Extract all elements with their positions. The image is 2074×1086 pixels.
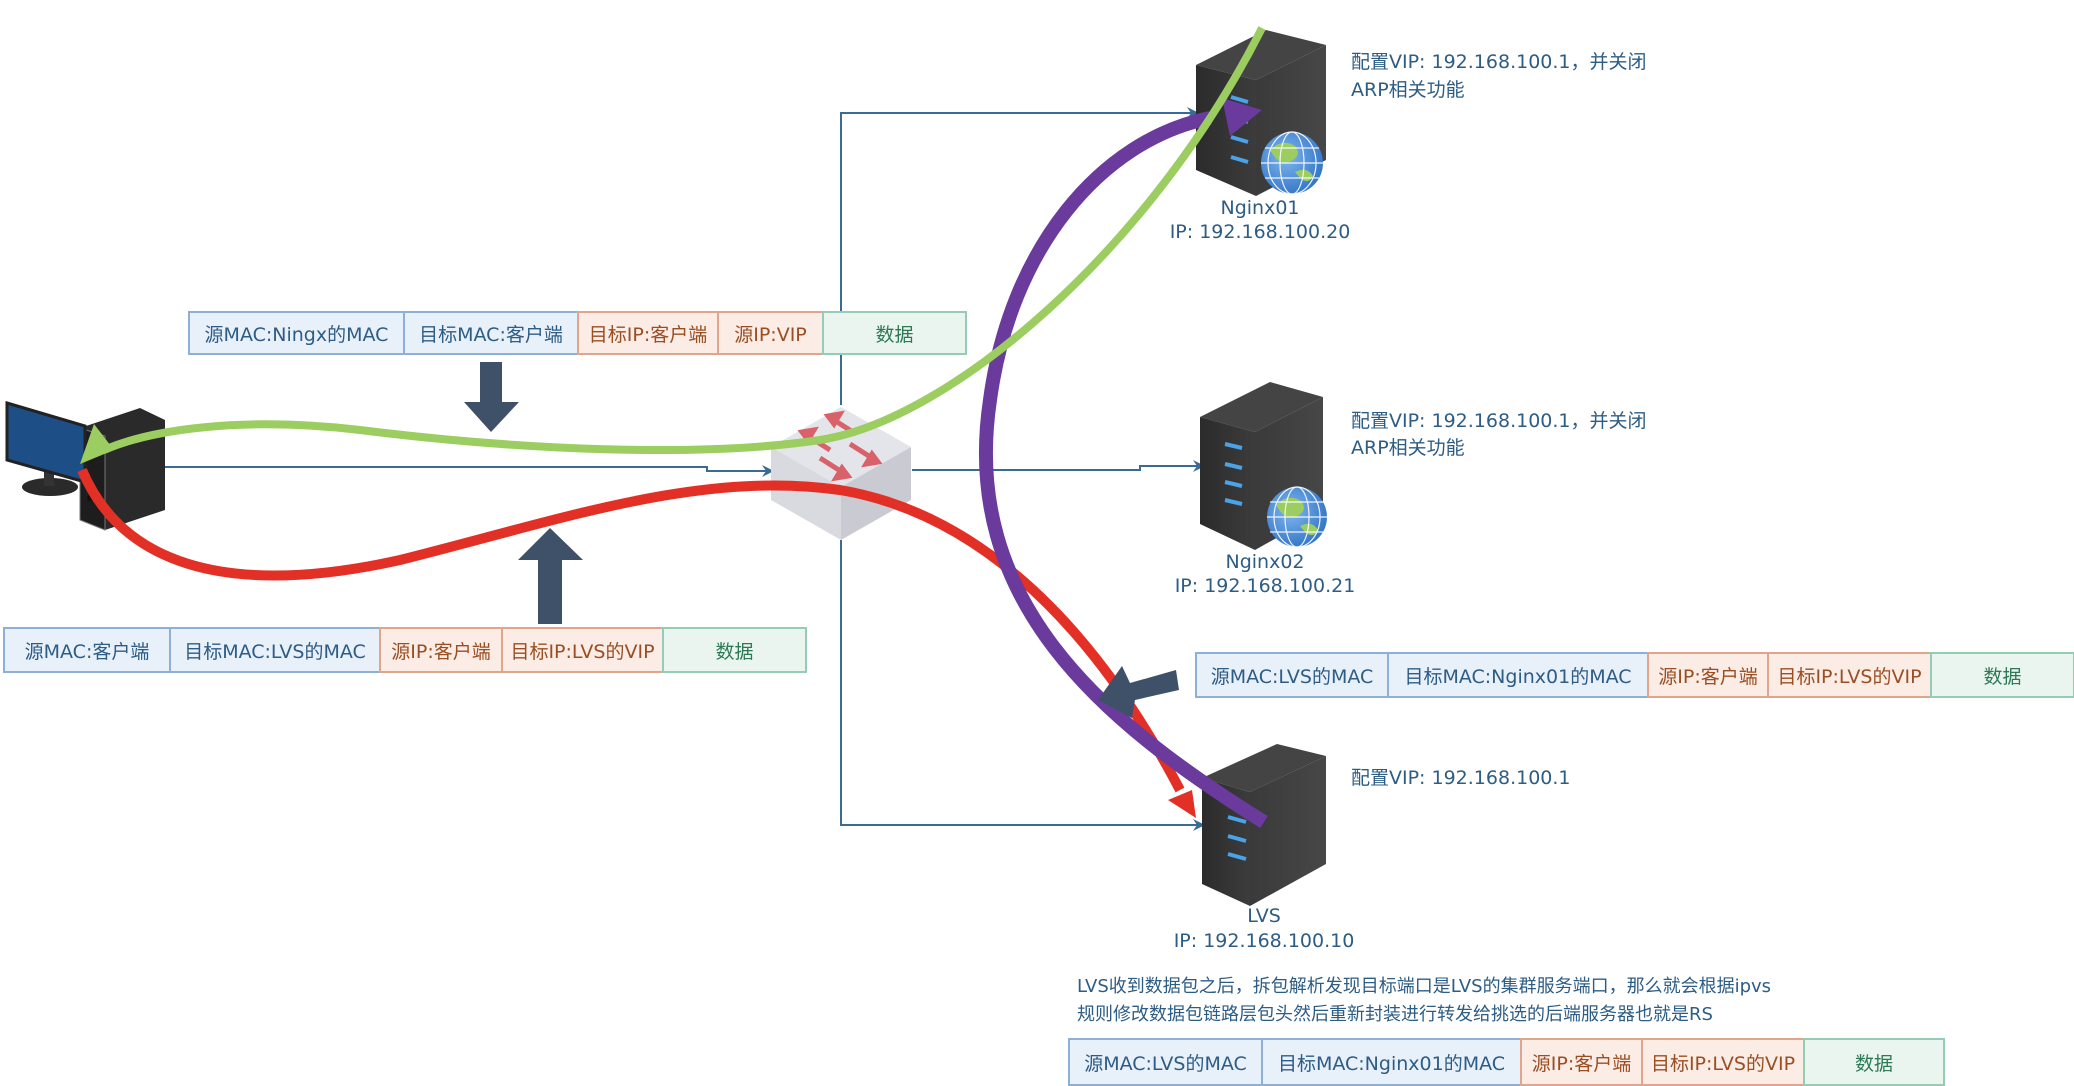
packet-field: 目标IP:LVS的VIP xyxy=(1767,652,1932,698)
network-links xyxy=(165,107,1205,831)
block-arrow-up xyxy=(518,528,583,624)
packet-response: 源MAC:Ningx的MAC 目标MAC:客户端 目标IP:客户端 源IP:VI… xyxy=(188,311,967,355)
nginx02-config-line2: ARP相关功能 xyxy=(1351,437,1465,459)
lvs-name: LVS xyxy=(1247,905,1281,927)
packet-field: 数据 xyxy=(1930,652,2074,698)
link-switch-nginx02 xyxy=(912,460,1205,472)
packet-field: 目标MAC:LVS的MAC xyxy=(169,627,381,673)
lvs-ip: IP: 192.168.100.10 xyxy=(1173,930,1355,952)
nginx01-ip: IP: 192.168.100.20 xyxy=(1169,221,1351,243)
packet-field: 目标MAC:Nginx01的MAC xyxy=(1387,652,1649,698)
packet-field: 源IP:客户端 xyxy=(1647,652,1769,698)
request-path-arrowhead xyxy=(1168,790,1196,818)
block-arrow-down xyxy=(464,362,519,432)
nginx02-name: Nginx02 xyxy=(1225,551,1305,573)
link-client-switch xyxy=(165,465,774,477)
packet-forward-right: 源MAC:LVS的MAC 目标MAC:Nginx01的MAC 源IP:客户端 目… xyxy=(1195,652,2074,698)
packet-field: 目标MAC:客户端 xyxy=(403,311,579,355)
packet-field: 源IP:VIP xyxy=(717,311,824,355)
nginx01-config-line1: 配置VIP: 192.168.100.1，并关闭 xyxy=(1351,51,1647,73)
client-computer-icon xyxy=(5,400,165,531)
packet-field: 目标IP:LVS的VIP xyxy=(501,627,664,673)
nginx01-config-line2: ARP相关功能 xyxy=(1351,79,1465,101)
packet-field: 目标IP:客户端 xyxy=(577,311,719,355)
response-path-green xyxy=(102,26,1266,454)
server-lvs-icon xyxy=(1202,744,1326,906)
packet-field: 数据 xyxy=(662,627,807,673)
link-switch-nginx01 xyxy=(840,107,1199,405)
packet-field: 源MAC:客户端 xyxy=(3,627,171,673)
link-switch-lvs xyxy=(840,540,1205,831)
packet-field: 目标IP:LVS的VIP xyxy=(1641,1038,1805,1086)
forward-path-arrowhead xyxy=(1222,98,1262,136)
globe-nginx02-icon xyxy=(1267,486,1327,548)
nginx02-config-line1: 配置VIP: 192.168.100.1，并关闭 xyxy=(1351,410,1647,432)
globe-nginx01-icon xyxy=(1261,131,1323,195)
response-path-arrowhead xyxy=(80,424,114,464)
forward-path-purple xyxy=(978,111,1268,828)
block-arrow-left xyxy=(1098,666,1179,718)
packet-field: 源IP:客户端 xyxy=(379,627,503,673)
packet-field: 源MAC:LVS的MAC xyxy=(1195,652,1389,698)
note-line2: 规则修改数据包链路层包头然后重新封装进行转发给挑选的后端服务器也就是RS xyxy=(1077,1004,1713,1025)
nginx02-ip: IP: 192.168.100.21 xyxy=(1174,575,1356,597)
packet-field: 源MAC:LVS的MAC xyxy=(1068,1038,1263,1086)
packet-field: 源IP:客户端 xyxy=(1520,1038,1643,1086)
lvs-config-line1: 配置VIP: 192.168.100.1 xyxy=(1351,767,1571,789)
packet-forward-bottom: 源MAC:LVS的MAC 目标MAC:Nginx01的MAC 源IP:客户端 目… xyxy=(1068,1038,1945,1086)
note-line1: LVS收到数据包之后，拆包解析发现目标端口是LVS的集群服务端口，那么就会根据i… xyxy=(1077,976,1772,997)
request-path-red xyxy=(77,468,1185,793)
packet-field: 数据 xyxy=(1803,1038,1945,1086)
packet-field: 源MAC:Ningx的MAC xyxy=(188,311,405,355)
packet-request: 源MAC:客户端 目标MAC:LVS的MAC 源IP:客户端 目标IP:LVS的… xyxy=(3,627,807,673)
packet-field: 数据 xyxy=(822,311,967,355)
nginx01-name: Nginx01 xyxy=(1220,197,1300,219)
network-switch-icon xyxy=(771,407,911,540)
packet-field: 目标MAC:Nginx01的MAC xyxy=(1261,1038,1522,1086)
